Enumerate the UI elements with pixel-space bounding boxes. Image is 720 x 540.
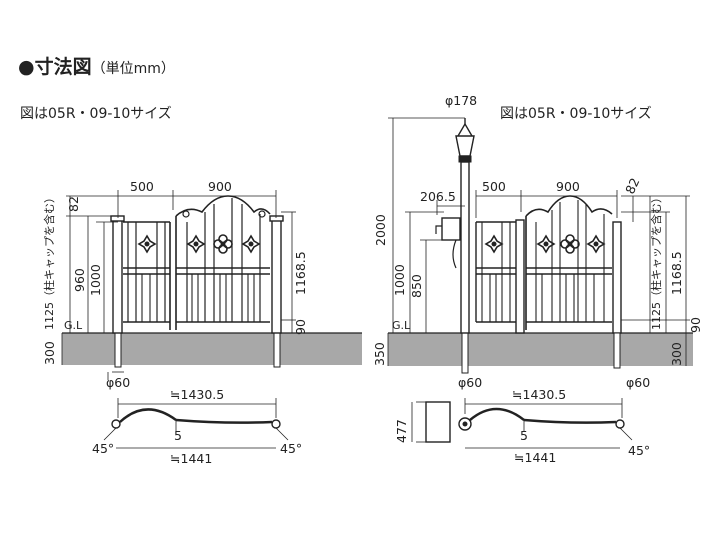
right-dim-1125: 1125（柱キャップを含む） — [649, 192, 663, 330]
lamp-post — [460, 161, 470, 334]
left-post-right — [271, 219, 282, 334]
right-ground — [388, 333, 693, 366]
right-angle: 45° — [628, 443, 650, 458]
right-post-dia-right: φ60 — [626, 375, 650, 390]
right-dim-477: 477 — [394, 419, 409, 443]
left-gl: G.L — [64, 319, 83, 332]
left-offset-5: 5 — [174, 428, 182, 443]
left-figure-caption: 図は05R・09-10サイズ — [20, 106, 172, 122]
left-dim-300: 300 — [42, 341, 57, 365]
right-post-dia-left: φ60 — [458, 375, 482, 390]
right-span-1441: ≒1441 — [514, 450, 556, 465]
right-dim-350: 350 — [372, 342, 387, 366]
right-dim-1168: 1168.5 — [669, 251, 684, 295]
right-figure-caption: 図は05R・09-10サイズ — [500, 106, 652, 122]
left-post-dia: φ60 — [106, 375, 130, 390]
right-dimensions — [387, 117, 690, 366]
right-post-left — [515, 219, 525, 334]
left-plan-view — [103, 398, 289, 449]
plan-lamp-base — [425, 401, 451, 443]
right-dim-90: 90 — [688, 317, 703, 333]
left-span-1430: ≒1430.5 — [170, 387, 224, 402]
left-post-footing-right — [273, 332, 281, 368]
left-post-left — [112, 219, 123, 334]
left-dim-500: 500 — [130, 179, 154, 194]
right-gl: G.L — [392, 319, 411, 332]
right-span-1430: ≒1430.5 — [512, 387, 566, 402]
mailbox — [441, 217, 461, 241]
left-angle-right: 45° — [280, 441, 302, 456]
left-dim-1000: 1000 — [88, 264, 103, 296]
lamp-head — [455, 135, 475, 157]
left-elevation — [62, 195, 362, 368]
left-post-footing-left — [114, 332, 122, 368]
right-dim-900: 900 — [556, 179, 580, 194]
left-dim-82: 82 — [66, 196, 81, 212]
left-dim-900: 900 — [208, 179, 232, 194]
right-plan-view — [411, 398, 633, 449]
lamp-post-footing — [461, 332, 469, 374]
unit-note: （単位mm） — [91, 61, 175, 77]
left-dim-1125: 1125（柱キャップを含む） — [42, 192, 56, 330]
right-dim-500: 500 — [482, 179, 506, 194]
left-ground — [62, 333, 362, 365]
right-post-right-footing — [613, 332, 621, 369]
left-dim-960: 960 — [72, 268, 87, 292]
right-lamp-dia: φ178 — [445, 93, 477, 108]
right-dim-82: 82 — [622, 176, 642, 197]
left-dim-1168: 1168.5 — [293, 251, 308, 295]
title-text: ●寸法図 — [18, 56, 92, 78]
right-post-right — [612, 221, 622, 334]
right-dim-300: 300 — [669, 342, 684, 366]
left-dimensions — [61, 190, 296, 380]
page-title: ●寸法図（単位mm） — [18, 52, 175, 79]
right-dim-206: 206.5 — [420, 189, 456, 204]
left-span-1441: ≒1441 — [170, 451, 212, 466]
right-elevation — [388, 118, 693, 374]
left-dim-90: 90 — [293, 319, 308, 335]
left-angle-left: 45° — [92, 441, 114, 456]
right-dim-1000: 1000 — [392, 264, 407, 296]
right-dim-850: 850 — [409, 274, 424, 298]
right-dim-2000: 2000 — [373, 214, 388, 246]
right-offset-5: 5 — [520, 428, 528, 443]
